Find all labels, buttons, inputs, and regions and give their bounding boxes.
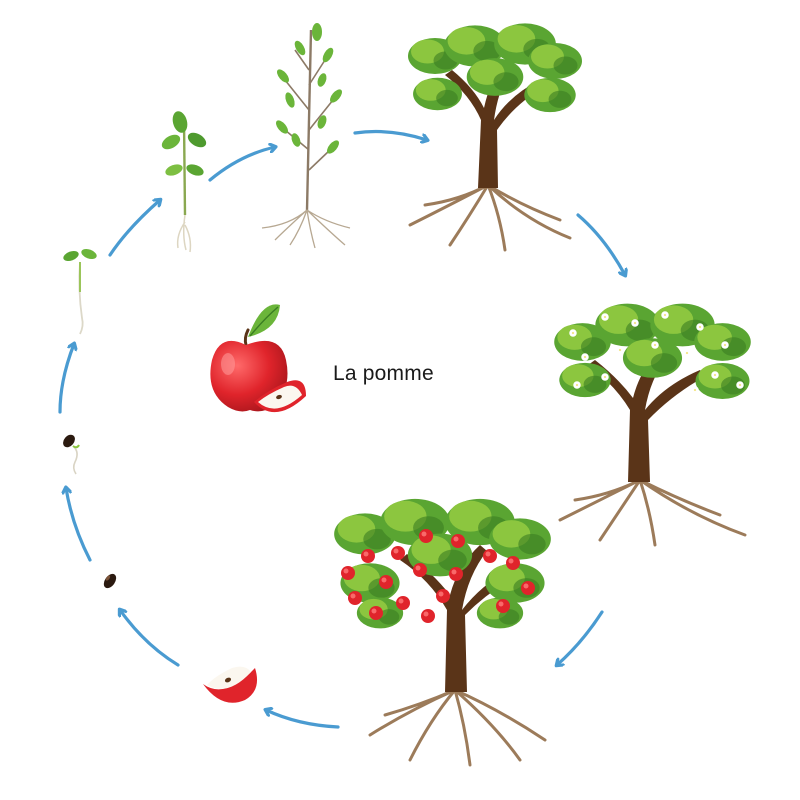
arrow-germinating-to-sprout bbox=[58, 344, 74, 414]
arrow-sprout-to-seedling bbox=[108, 200, 160, 257]
seedling-icon bbox=[161, 111, 207, 253]
flowering-tree-icon bbox=[554, 303, 751, 547]
arrow-fruiting-to-slice bbox=[266, 710, 340, 729]
germinating-seed-icon bbox=[63, 434, 80, 475]
page-title: La pomme bbox=[333, 362, 434, 385]
central-apple-icon bbox=[210, 304, 306, 413]
seed-icon bbox=[103, 573, 117, 589]
arrow-seedling-to-sapling bbox=[208, 147, 275, 182]
arrow-sapling-to-young-tree bbox=[353, 129, 427, 140]
sprout-icon bbox=[63, 248, 97, 335]
cycle-arrows bbox=[58, 129, 625, 729]
apple-slice-icon bbox=[203, 666, 258, 703]
arrow-young-tree-to-flowering bbox=[576, 213, 625, 275]
arrow-slice-to-seed bbox=[120, 610, 180, 667]
arrow-flowering-to-fruiting bbox=[557, 610, 604, 665]
young-tree-icon bbox=[408, 23, 582, 252]
sapling-icon bbox=[261, 23, 351, 249]
arrow-seed-to-germinating bbox=[66, 488, 92, 562]
fruiting-tree-icon bbox=[334, 498, 551, 767]
